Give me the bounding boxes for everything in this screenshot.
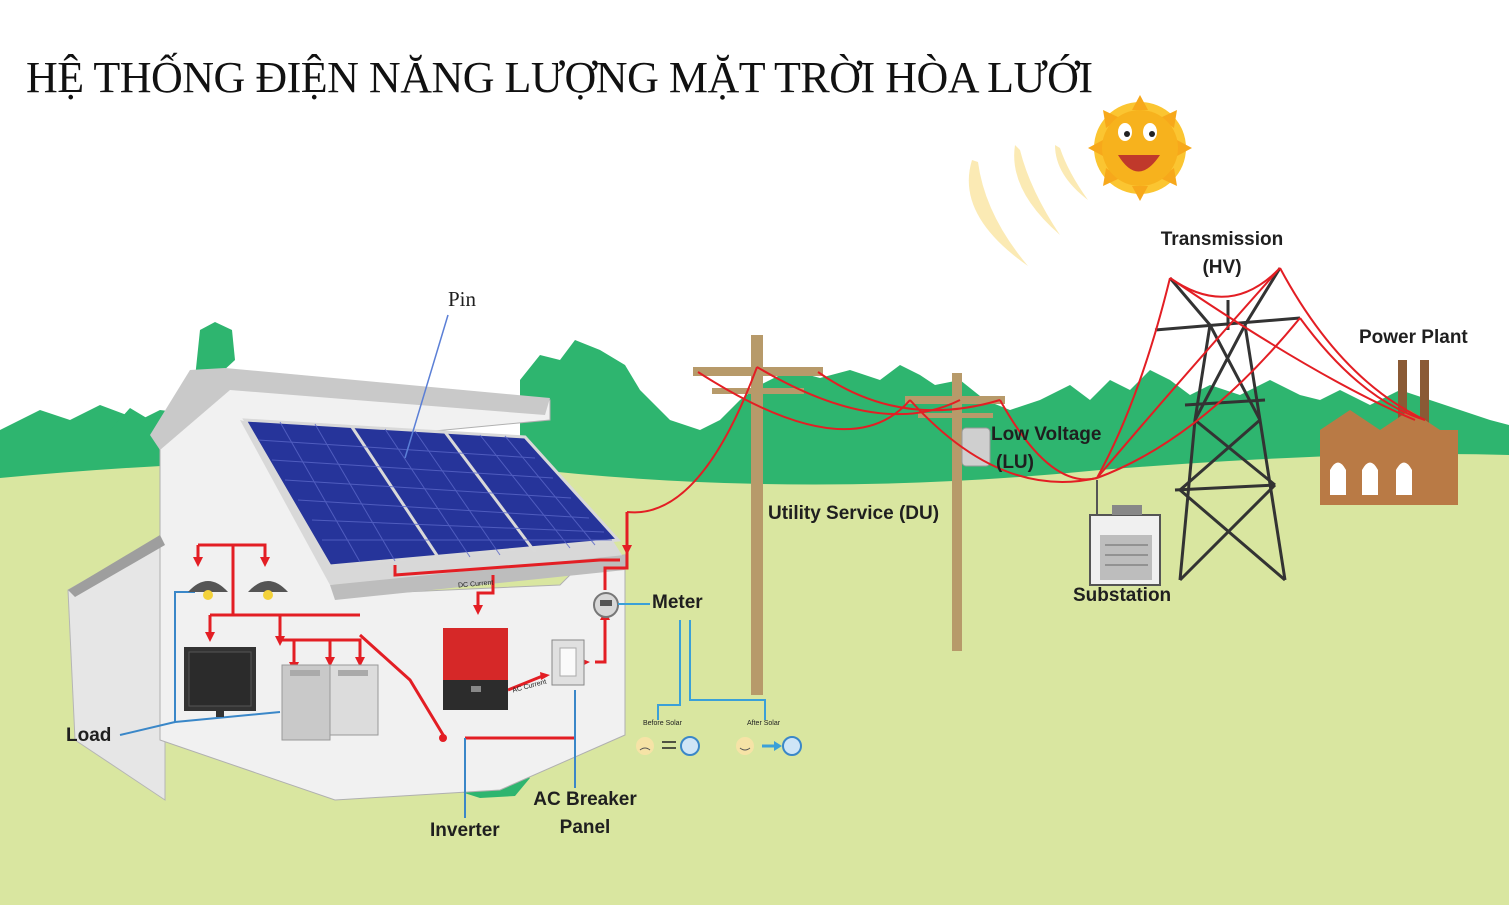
sun-icon — [1088, 95, 1192, 201]
low-voltage-label-line1: Low Voltage — [991, 421, 1101, 449]
ac-breaker-label-line1: AC Breaker — [526, 786, 644, 814]
sun-rays — [969, 145, 1088, 266]
page-title: HỆ THỐNG ĐIỆN NĂNG LƯỢNG MẶT TRỜI HÒA LƯ… — [26, 52, 1093, 103]
inverter-icon — [443, 628, 508, 710]
transformer-icon — [962, 428, 990, 466]
utility-service-label: Utility Service (DU) — [768, 503, 939, 525]
transmission-label-line1: Transmission — [1152, 226, 1292, 254]
meter-label: Meter — [652, 592, 703, 614]
low-voltage-label: Low Voltage (LU) — [991, 421, 1101, 477]
ac-breaker-panel-label: AC Breaker Panel — [526, 786, 644, 842]
ac-breaker-label-line2: Panel — [526, 814, 644, 842]
pin-label: Pin — [448, 287, 476, 312]
load-label: Load — [66, 725, 111, 747]
meter-icon — [594, 593, 618, 617]
factory-icon — [1320, 360, 1458, 505]
power-plant-label: Power Plant — [1359, 327, 1468, 349]
inverter-label: Inverter — [430, 820, 500, 842]
substation-label: Substation — [1073, 585, 1171, 607]
happy-face-icon — [736, 737, 754, 755]
low-voltage-label-line2: (LU) — [991, 449, 1101, 477]
washer-icon — [282, 665, 378, 740]
before-solar-label: Before Solar — [643, 720, 682, 727]
sad-face-icon — [636, 737, 654, 755]
tv-icon — [184, 647, 256, 717]
transmission-label: Transmission (HV) — [1152, 226, 1292, 282]
breaker-panel-icon — [552, 640, 584, 685]
after-solar-label: After Solar — [747, 720, 780, 727]
transmission-label-line2: (HV) — [1152, 254, 1292, 282]
